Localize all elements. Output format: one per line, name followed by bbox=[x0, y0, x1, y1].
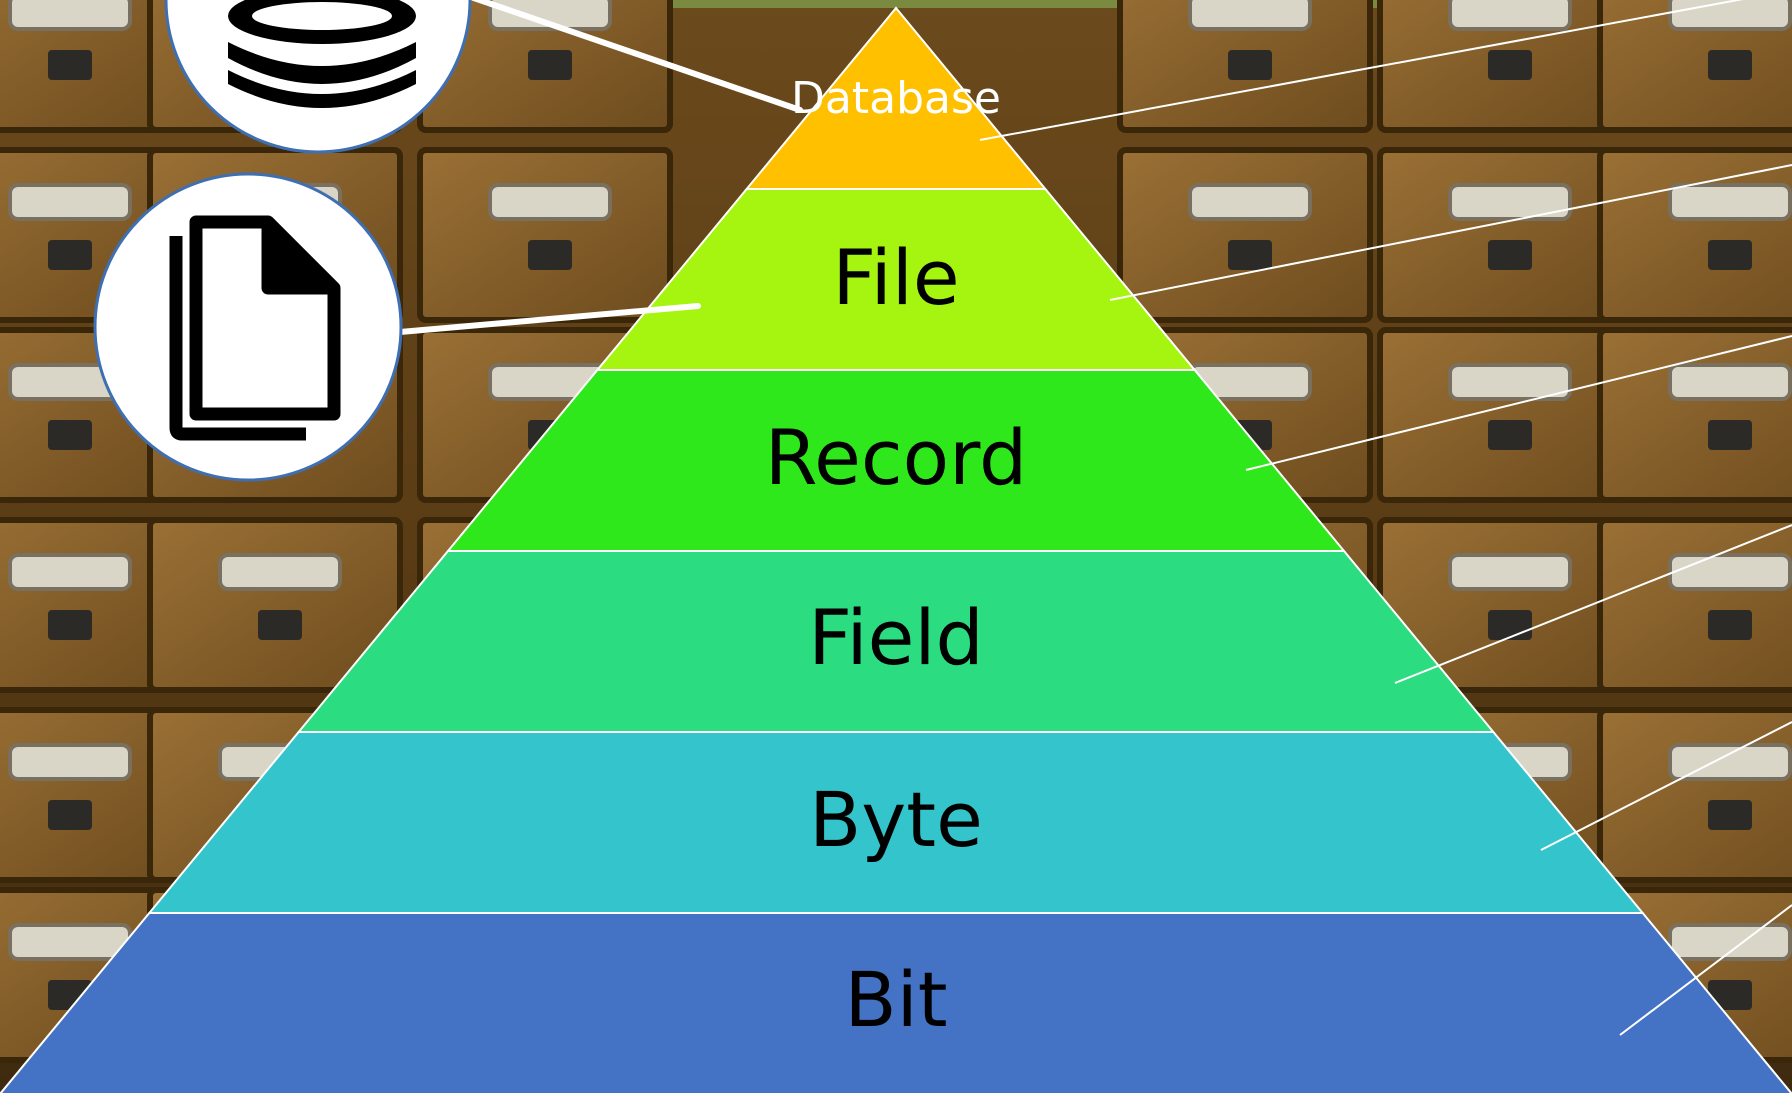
level-database-label: Database bbox=[791, 73, 1001, 124]
connector-database bbox=[470, 0, 803, 113]
callout-line-byte bbox=[1540, 721, 1792, 851]
catalog-drawer bbox=[1597, 327, 1792, 503]
catalog-drawer bbox=[1597, 707, 1792, 883]
callout-line-file bbox=[1109, 164, 1792, 301]
catalog-drawer bbox=[0, 707, 193, 883]
level-record-label: Record bbox=[765, 413, 1028, 502]
database-icon bbox=[164, 0, 472, 154]
connector-file bbox=[397, 303, 701, 335]
tier-labels: Database File Record Field Byte Bit bbox=[765, 73, 1028, 1044]
level-field-label: Field bbox=[808, 593, 983, 682]
icon-connectors bbox=[397, 0, 803, 335]
catalog-drawer bbox=[417, 147, 673, 323]
level-bit-label: Bit bbox=[844, 955, 947, 1044]
catalog-drawer bbox=[1597, 517, 1792, 693]
catalog-drawer bbox=[1117, 147, 1373, 323]
pyramid bbox=[0, 6, 1792, 1094]
callout-line-record bbox=[1245, 335, 1792, 471]
catalog-drawer bbox=[1377, 147, 1633, 323]
catalog-drawer bbox=[1377, 0, 1633, 133]
catalog-drawer bbox=[1377, 327, 1633, 503]
pyramid-tier-bit bbox=[0, 912, 1792, 1094]
document-icon bbox=[93, 172, 403, 482]
catalog-drawer bbox=[1117, 0, 1373, 133]
catalog-drawer bbox=[1597, 0, 1792, 133]
catalog-drawer bbox=[1597, 147, 1792, 323]
level-byte-label: Byte bbox=[809, 775, 983, 864]
level-file-label: File bbox=[832, 233, 959, 322]
callout-lines bbox=[979, 0, 1792, 1036]
catalog-drawer bbox=[417, 0, 673, 133]
catalog-drawer bbox=[147, 517, 403, 693]
callout-line-bit bbox=[1619, 904, 1792, 1036]
callout-line-field bbox=[1394, 524, 1792, 684]
callout-line-database bbox=[979, 0, 1744, 141]
